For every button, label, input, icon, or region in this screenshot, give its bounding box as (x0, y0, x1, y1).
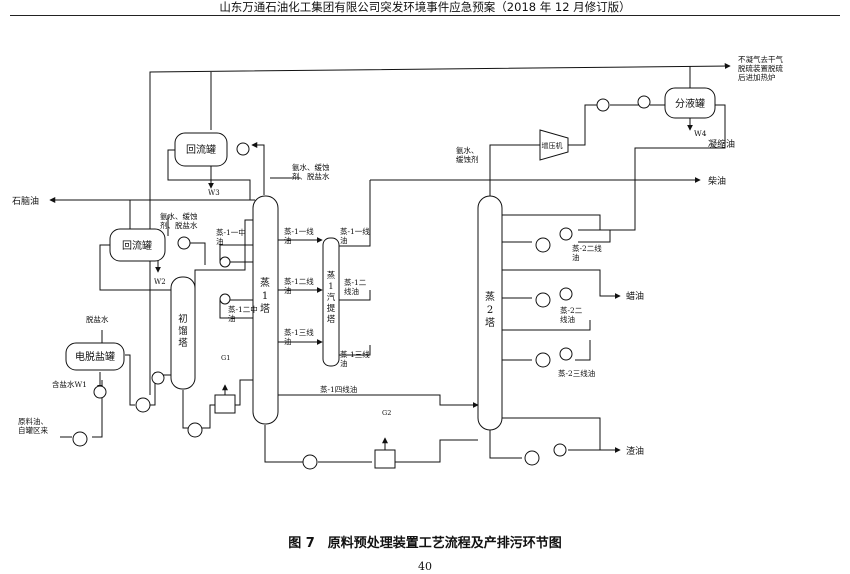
mid-reflux1-label: 蒸-1一中油 (216, 227, 246, 246)
tower1-side2-label: 蒸-1二线油 (284, 276, 314, 295)
naphtha-label: 石脑油 (12, 195, 39, 207)
pump-icon (524, 450, 540, 466)
separator-label: 分液罐 (675, 97, 705, 110)
pump-icon (535, 352, 551, 368)
residue-oil-label: 渣油 (626, 445, 644, 457)
heat-exchanger-icon (219, 256, 231, 268)
stripper-tower-1 (322, 237, 340, 367)
pump-icon (302, 454, 318, 470)
desalted-water-label: 脱盐水 (86, 314, 109, 324)
reflux-drum-top (174, 132, 228, 167)
desalter-label: 电脱盐罐 (75, 350, 115, 363)
tower1-side3-label: 蒸-1三线油 (284, 327, 314, 346)
heat-exchanger-icon (559, 347, 573, 361)
tower2-side2-label: 蒸-2二线油 (572, 243, 602, 262)
header-rule (10, 15, 840, 16)
booster-compressor (539, 129, 569, 161)
pump-icon (596, 98, 610, 112)
reflux-drum-left (109, 228, 166, 262)
wax-oil-label: 蜡油 (626, 290, 644, 302)
page-header: 山东万通石油化工集团有限公司突发环境事件应急预案（2018 年 12 月修订版） (219, 0, 631, 14)
heat-exchangers (93, 95, 651, 457)
condensate-oil-label: 凝缩油 (708, 138, 735, 150)
tower2-wax-side-label: 蒸-2二线油 (560, 305, 583, 324)
pump-icon (535, 292, 551, 308)
separator-drum (664, 87, 716, 119)
heat-exchanger-icon (637, 95, 651, 109)
heat-exchanger-icon (177, 236, 191, 250)
reflux-drum-left-label: 回流罐 (122, 239, 152, 252)
heat-exchanger-icon (553, 443, 567, 457)
distillation-tower-2 (477, 195, 503, 431)
feed-oil-label: 原料油、自罐区来 (18, 416, 48, 435)
noncondensable-gas-label: 不凝气去干气脱硫装置脱硫后进加热炉 (738, 54, 783, 82)
figure-caption: 图 7 原料预处理装置工艺流程及产排污环节图 (288, 536, 562, 551)
pump-icon (535, 237, 551, 253)
heating-furnace-g2 (374, 449, 396, 469)
g2-label: G2 (382, 409, 391, 417)
heating-furnace-g1 (214, 394, 236, 414)
tower1-side4-label: 蒸-1四线油 (320, 384, 357, 394)
heat-exchanger-icon (559, 227, 573, 241)
furnaces (214, 384, 396, 469)
mid-reflux2-label: 蒸-1二中油 (228, 304, 258, 323)
desalter-tank (65, 342, 125, 371)
pump-icon (72, 431, 88, 447)
ammonia-inhibitor-mid-label: 氨水、缓蚀剂、脱盐水 (292, 162, 330, 181)
reflux-drum-top-label: 回流罐 (186, 143, 216, 156)
heat-exchanger-icon (93, 385, 107, 399)
equipment (65, 87, 716, 431)
ammonia-inhibitor-right-label: 氨水、缓蚀剂 (456, 145, 479, 164)
distillation-tower-1 (252, 195, 279, 425)
compressor-label: 增压机 (542, 141, 563, 150)
heat-exchanger-icon (236, 142, 250, 156)
w2-label: W2 (154, 278, 166, 286)
w3-label: W3 (208, 189, 220, 197)
pumps (72, 98, 610, 470)
stripper-side3-label: 蒸-1三线油 (340, 349, 370, 368)
initial-tower-label: 初馏塔 (178, 313, 188, 349)
page-number: 40 (418, 560, 432, 573)
g1-label: G1 (221, 354, 230, 362)
diesel-label: 柴油 (708, 175, 726, 187)
initial-distillation-tower (170, 276, 196, 390)
ammonia-inhibitor-left-label: 氨水、缓蚀剂、脱盐水 (160, 211, 198, 230)
w4-label: W4 (694, 129, 707, 138)
tower1-side1-label: 蒸-1一线油 (284, 226, 314, 245)
stripper-side1-label: 蒸-1一线油 (340, 226, 370, 245)
salt-water-w1-label: 含盐水W1 (52, 379, 87, 389)
tower2-side3-label: 蒸-2三线油 (558, 368, 595, 378)
heat-exchanger-icon (151, 371, 165, 385)
piping (49, 63, 731, 463)
pump-icon (187, 422, 203, 438)
heat-exchanger-icon (559, 287, 573, 301)
stripper-side2-label: 蒸-1二线油 (344, 277, 367, 296)
pump-icon (135, 397, 151, 413)
heat-exchanger-icon (219, 293, 231, 305)
